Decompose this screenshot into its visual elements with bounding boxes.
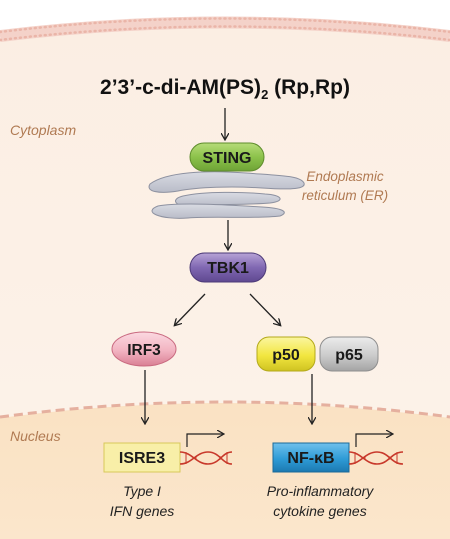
proinflammatory-caption-line1: Pro-inflammatory [267, 483, 375, 499]
isre3-promoter: ISRE3 [103, 442, 181, 473]
irf3-protein: IRF3 [111, 331, 177, 367]
pathway-arrows [145, 108, 312, 423]
p65-protein: p65 [319, 336, 379, 372]
nucleus-label: Nucleus [10, 428, 61, 444]
nuclear-envelope [0, 400, 450, 419]
p50-protein: p50 [256, 336, 316, 372]
er-label-line2: reticulum (ER) [302, 188, 388, 203]
type1-caption-line1: Type I [123, 483, 161, 499]
sting-protein: STING [189, 142, 265, 172]
nucleus-region [0, 403, 450, 539]
cytoplasm-label: Cytoplasm [10, 122, 76, 138]
sting-label: STING [203, 150, 252, 167]
transcription-start-arrow [355, 434, 392, 447]
arrow-tbk1-to-irf3 [175, 293, 206, 325]
type1-ifn-gene-dna [179, 434, 233, 465]
proinflammatory-gene-dna [348, 434, 404, 465]
tbk1-label: TBK1 [207, 260, 249, 277]
isre3-label: ISRE3 [119, 450, 165, 467]
plasma-membrane [0, 16, 450, 42]
irf3-label: IRF3 [127, 342, 161, 359]
er-label-line1: Endoplasmic [306, 169, 384, 184]
tbk1-protein: TBK1 [189, 252, 267, 283]
proinflammatory-caption-line2: cytokine genes [273, 503, 366, 519]
p50-label: p50 [272, 347, 300, 364]
ligand-label: 2’3’-c-di-AM(PS)2 (Rp,Rp) [100, 76, 350, 102]
er-membrane [148, 171, 305, 219]
nfkb-promoter: NF-κB [272, 442, 350, 473]
arrow-tbk1-to-nfkb [249, 293, 280, 325]
type1-caption-line2: IFN genes [110, 503, 175, 519]
nfkb-label: NF-κB [287, 450, 334, 467]
p65-label: p65 [335, 347, 363, 364]
transcription-start-arrow [186, 434, 223, 447]
